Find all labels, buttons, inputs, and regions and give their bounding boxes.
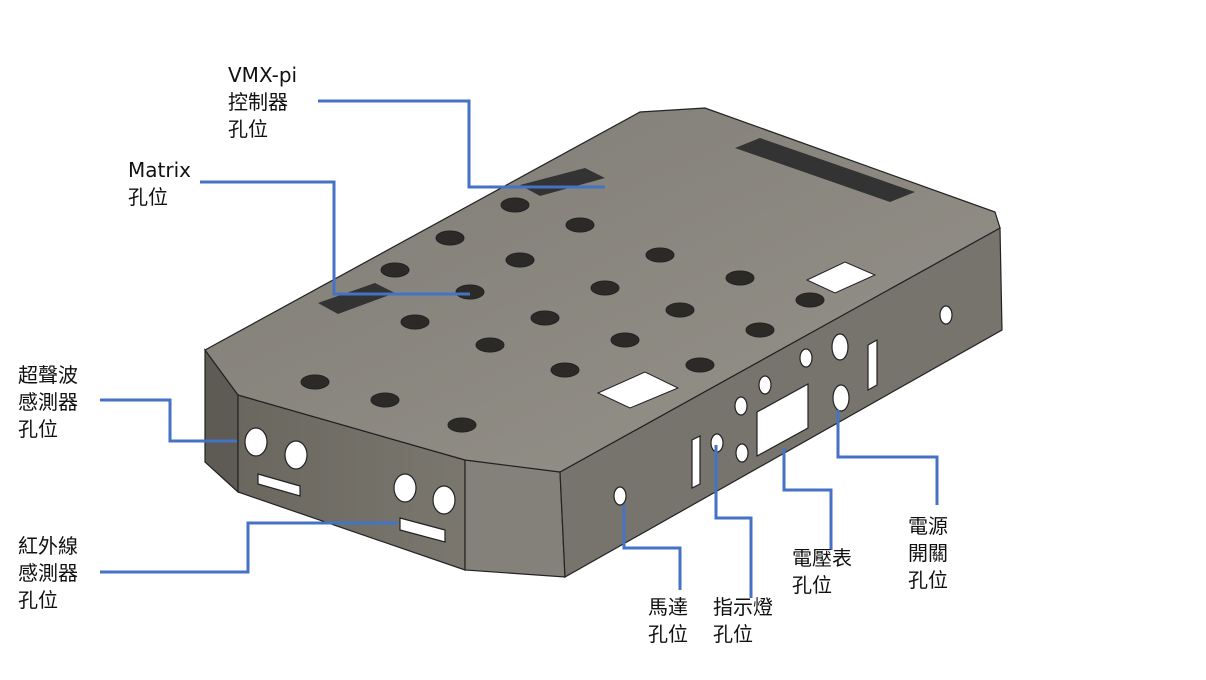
callout-lines (100, 99, 939, 598)
label-motor: 馬達 孔位 (648, 594, 688, 648)
label-line: Matrix (128, 158, 191, 182)
matrix-hole-clusters (300, 197, 825, 433)
label-power-switch: 電源 開關 孔位 (908, 513, 948, 594)
callout-indicator (714, 445, 753, 598)
callout-vmx (318, 99, 605, 189)
label-line: 電源 (908, 514, 948, 538)
callout-power (836, 410, 939, 505)
label-vmx: VMX-pi 控制器 孔位 (228, 62, 297, 143)
rear-slot (735, 138, 915, 202)
top-window-2 (596, 371, 680, 409)
label-line: 孔位 (228, 117, 268, 141)
label-line: 孔位 (18, 588, 58, 612)
label-line: 指示燈 (713, 595, 773, 619)
label-line: VMX-pi (228, 63, 298, 87)
label-line: 孔位 (648, 622, 688, 646)
callout-motor (622, 505, 682, 590)
label-line: 感測器 (18, 561, 78, 585)
label-line: 孔位 (713, 622, 753, 646)
vmx-slot (520, 168, 605, 196)
label-line: 紅外線 (18, 534, 78, 558)
label-infrared: 紅外線 感測器 孔位 (18, 533, 78, 614)
top-window-1 (805, 261, 877, 294)
callout-matrix (200, 180, 470, 296)
matrix-slot (318, 283, 395, 314)
label-line: 馬達 (648, 595, 688, 619)
label-line: 孔位 (908, 568, 948, 592)
label-line: 感測器 (18, 390, 78, 414)
label-line: 電壓表 (792, 546, 852, 570)
label-line: 孔位 (18, 417, 58, 441)
label-voltmeter: 電壓表 孔位 (792, 545, 852, 599)
label-line: 開關 (908, 541, 948, 565)
label-line: 超聲波 (18, 363, 78, 387)
front-holes (244, 427, 456, 543)
callout-voltmeter (782, 448, 833, 550)
callout-infrared (100, 521, 398, 574)
label-ultrasonic: 超聲波 感測器 孔位 (18, 362, 78, 443)
label-line: 孔位 (128, 185, 168, 209)
callout-ultrasonic (100, 398, 237, 443)
label-indicator: 指示燈 孔位 (713, 594, 773, 648)
front-corner-face (464, 459, 566, 578)
label-line: 控制器 (228, 90, 288, 114)
label-line: 孔位 (792, 573, 832, 597)
label-matrix: Matrix 孔位 (128, 157, 191, 211)
